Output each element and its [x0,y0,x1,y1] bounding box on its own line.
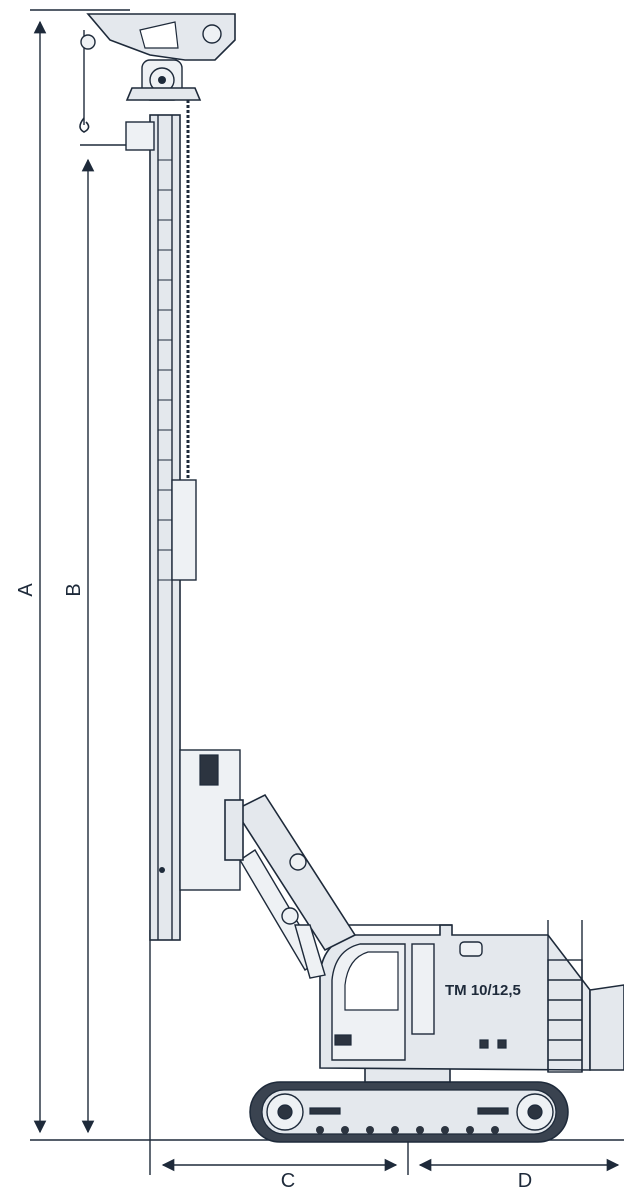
cab-door [411,943,435,1035]
lifting-hook [79,117,90,133]
dim-b-label: B [63,583,85,596]
dim-d-label: D [518,1170,532,1187]
dim-c-label: C [281,1170,295,1187]
model-designation: TM 10/12,5 [445,982,521,999]
counterweight-cap [459,941,483,957]
dim-a-label: A [15,583,37,597]
upper-carriage: TM 10/12,5 [319,920,624,1083]
cab-window [344,951,399,1011]
mast-head [79,13,236,151]
kinematic-arm [233,793,357,979]
crown-sheave [202,24,222,44]
hook-sheave [80,34,96,50]
dimension-a: A [15,9,130,1134]
drilling-mast [149,100,244,941]
top-mast-block [125,121,155,151]
dimension-d: D [418,1158,620,1187]
hydraulic-cylinder [294,924,326,979]
crawler-track [249,1081,569,1143]
rotary-carriage [171,479,197,581]
dimension-c: C [161,1158,398,1187]
dimension-b: B [63,144,135,1134]
